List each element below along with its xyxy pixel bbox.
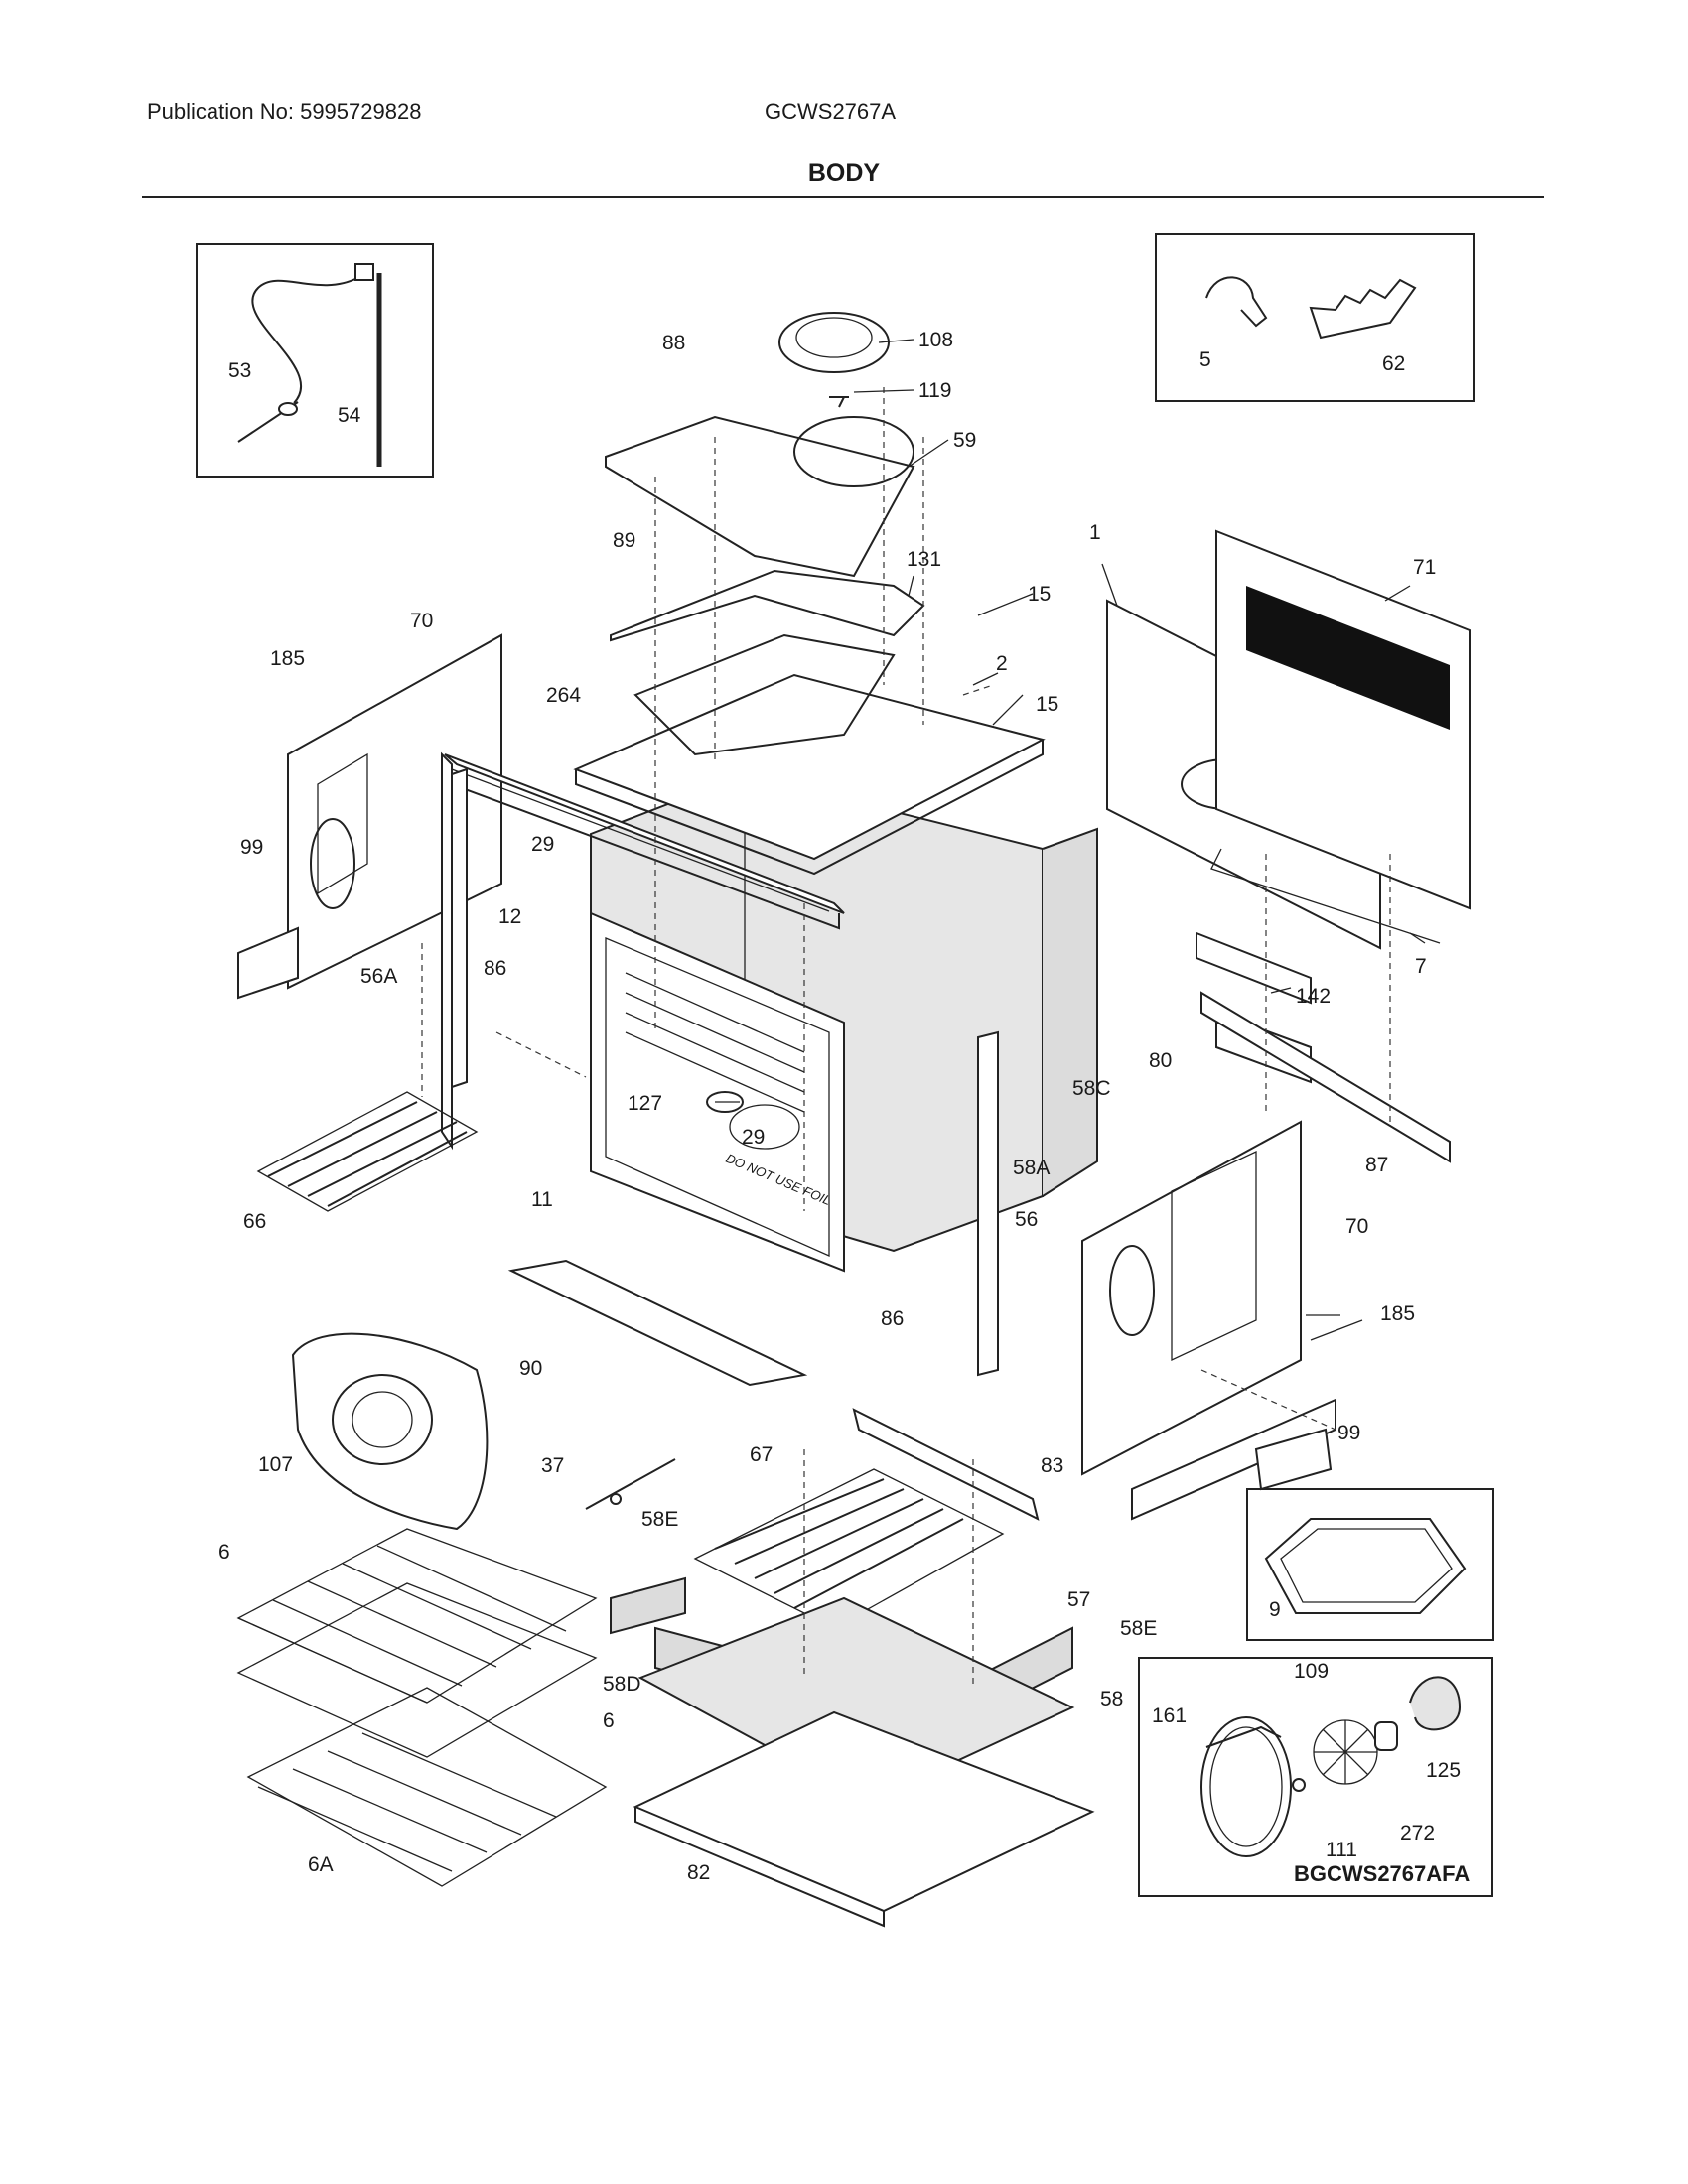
alignment-lines xyxy=(421,387,1391,1688)
bake-element-67 xyxy=(693,1468,1005,1629)
callout-29-cavity: 29 xyxy=(742,1126,765,1149)
callout-59: 59 xyxy=(953,429,976,452)
callout-161: 161 xyxy=(1152,1705,1187,1727)
callout-125: 125 xyxy=(1426,1759,1461,1782)
callout-109: 109 xyxy=(1294,1660,1329,1683)
callout-272: 272 xyxy=(1400,1822,1435,1844)
callout-62: 62 xyxy=(1382,352,1405,375)
diagram-id: BGCWS2767AFA xyxy=(1294,1861,1471,1886)
back-panel-71 xyxy=(1215,529,1471,910)
callout-142: 142 xyxy=(1296,985,1331,1008)
callout-89: 89 xyxy=(613,529,635,552)
callout-6A: 6A xyxy=(308,1853,334,1876)
callout-185-right: 185 xyxy=(1380,1302,1415,1325)
callout-53: 53 xyxy=(228,359,251,382)
callout-15-top: 15 xyxy=(1028,583,1051,606)
callout-67: 67 xyxy=(750,1443,773,1466)
inset-convection-fan xyxy=(1138,1657,1493,1897)
callout-37: 37 xyxy=(541,1454,564,1477)
callout-1: 1 xyxy=(1089,521,1101,544)
convection-cover-107 xyxy=(291,1332,489,1531)
callout-58E-right: 58E xyxy=(1120,1617,1157,1640)
callout-58A: 58A xyxy=(1013,1157,1050,1179)
callout-83: 83 xyxy=(1041,1454,1063,1477)
callout-108: 108 xyxy=(918,329,953,351)
callout-58: 58 xyxy=(1100,1688,1123,1710)
callout-11: 11 xyxy=(531,1188,553,1211)
callout-6-lower: 6 xyxy=(603,1709,615,1732)
callout-12: 12 xyxy=(498,905,521,928)
callout-107: 107 xyxy=(258,1453,293,1476)
callout-99-right: 99 xyxy=(1337,1422,1360,1444)
callout-29-top: 29 xyxy=(531,833,554,856)
callout-15-side: 15 xyxy=(1036,693,1058,716)
callout-111: 111 xyxy=(1326,1839,1357,1861)
callout-9: 9 xyxy=(1269,1598,1281,1621)
leader-lines xyxy=(715,339,1426,1341)
callout-71: 71 xyxy=(1413,556,1436,579)
callout-127: 127 xyxy=(628,1092,662,1115)
callout-264: 264 xyxy=(546,684,581,707)
callout-7: 7 xyxy=(1415,955,1427,978)
front-rails xyxy=(441,751,1451,1387)
callout-58C: 58C xyxy=(1072,1077,1111,1100)
callout-99-left: 99 xyxy=(240,836,263,859)
inset-top-left xyxy=(196,243,434,478)
callout-54: 54 xyxy=(338,404,361,427)
callout-70-right: 70 xyxy=(1345,1215,1368,1238)
callout-131: 131 xyxy=(907,548,941,571)
callout-86-left: 86 xyxy=(484,957,506,980)
section-title: BODY xyxy=(807,159,881,187)
inset-top-right xyxy=(1155,233,1475,402)
callout-57: 57 xyxy=(1067,1588,1090,1611)
callout-66: 66 xyxy=(243,1210,266,1233)
front-frame xyxy=(590,911,845,1273)
callout-90: 90 xyxy=(519,1357,542,1380)
callout-2: 2 xyxy=(996,652,1008,675)
callouts: 108 88 119 59 89 131 15 15 1 71 2 264 70… xyxy=(218,329,1461,1884)
oven-racks xyxy=(236,1528,608,1887)
broil-element-66 xyxy=(256,1091,479,1212)
callout-86-right: 86 xyxy=(881,1307,904,1330)
callout-87: 87 xyxy=(1365,1154,1388,1176)
callout-88: 88 xyxy=(662,332,685,354)
header-divider xyxy=(142,196,1544,198)
callout-70-left: 70 xyxy=(410,610,433,632)
bottom-rails xyxy=(585,1408,1333,1521)
callout-80: 80 xyxy=(1149,1049,1172,1072)
callout-58E-left: 58E xyxy=(641,1508,678,1531)
callout-185-left: 185 xyxy=(270,647,305,670)
top-panel xyxy=(573,673,1046,876)
callout-6-upper: 6 xyxy=(218,1541,230,1564)
callout-56: 56 xyxy=(1015,1208,1038,1231)
model-number: GCWS2767A xyxy=(765,99,897,124)
publication-number: Publication No: 5995729828 xyxy=(147,99,422,124)
vent-duct-top xyxy=(605,312,925,756)
callout-5: 5 xyxy=(1199,348,1211,371)
bottom-insulation-58 xyxy=(610,1576,1095,1928)
callout-82: 82 xyxy=(687,1861,710,1884)
inset-broil-pan xyxy=(1246,1488,1494,1641)
callout-58D: 58D xyxy=(603,1673,641,1696)
callout-56A: 56A xyxy=(360,965,397,988)
side-panel-right xyxy=(1081,1120,1336,1521)
callout-119: 119 xyxy=(918,379,951,402)
